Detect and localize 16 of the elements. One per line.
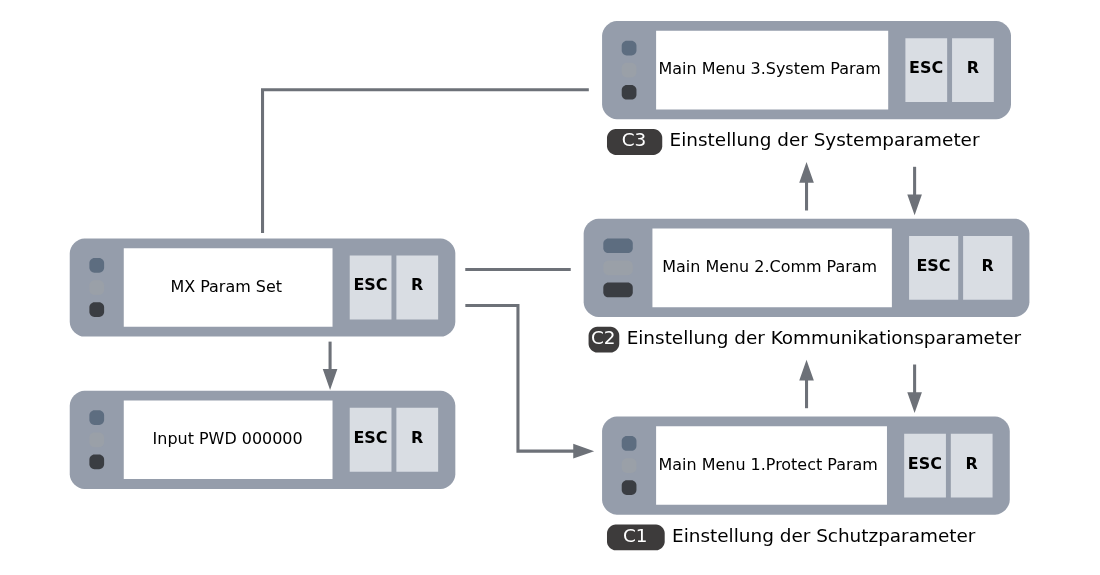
connector (464, 267, 571, 272)
node-box: Input PWD 000000 ESC R (69, 390, 455, 489)
node-label: C2 (590, 326, 616, 348)
node-label: Einstellung der Kommunikationsparameter (626, 326, 1021, 348)
arrow (798, 359, 814, 409)
arrow (798, 161, 814, 211)
node-box: MX Param Set ESC R (69, 238, 455, 337)
node-label: C3 (621, 129, 646, 151)
arrow (906, 166, 922, 216)
arrow (464, 303, 594, 459)
node-label: C1 (622, 524, 648, 546)
arrow (322, 341, 337, 390)
arrow (906, 364, 922, 414)
connector (260, 88, 589, 233)
node-label: Einstellung der Schutzparameter (671, 524, 975, 546)
node-label: Einstellung der Systemparameter (669, 129, 979, 151)
